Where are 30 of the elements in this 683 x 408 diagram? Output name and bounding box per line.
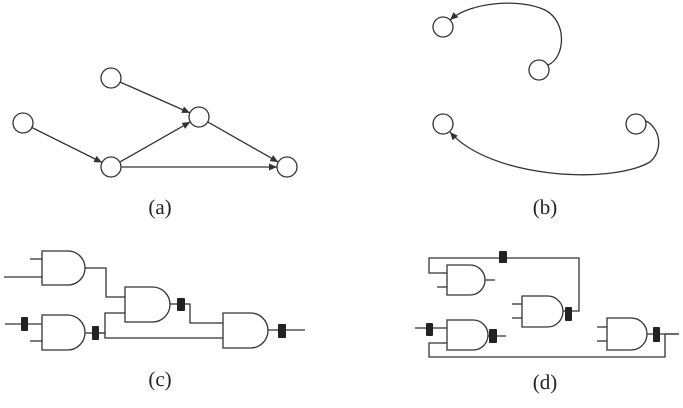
- circle-node: [625, 113, 647, 135]
- arrow: [32, 126, 102, 164]
- circle-node: [100, 67, 122, 89]
- and-gate-symbol: [4, 250, 92, 286]
- circle-node: [188, 106, 210, 128]
- and-gate-symbol: [597, 317, 679, 351]
- and-gate-symbol: [415, 319, 506, 351]
- panel-label: (c): [148, 369, 172, 390]
- circle-node: [432, 16, 454, 38]
- and-gate-symbol: [437, 264, 495, 296]
- arrow: [207, 121, 279, 163]
- circle-node: [528, 59, 550, 81]
- arrow: [450, 120, 660, 176]
- panel-label: (b): [532, 197, 558, 218]
- circle-node: [276, 156, 298, 178]
- and-gate-symbol: [216, 312, 305, 349]
- circle-node: [432, 113, 454, 135]
- and-gate-symbol: [118, 286, 177, 323]
- wire: [428, 257, 580, 312]
- panel-label: (a): [148, 197, 172, 218]
- arrow: [121, 164, 277, 170]
- and-gate-symbol: [5, 314, 92, 351]
- circle-node: [12, 112, 34, 134]
- arrow: [120, 82, 190, 114]
- circle-node: [100, 156, 122, 178]
- and-gate-symbol: [512, 295, 565, 328]
- wire: [92, 267, 118, 298]
- arrow: [450, 2, 562, 66]
- arrow: [119, 121, 191, 163]
- panel-label: (d): [532, 372, 558, 393]
